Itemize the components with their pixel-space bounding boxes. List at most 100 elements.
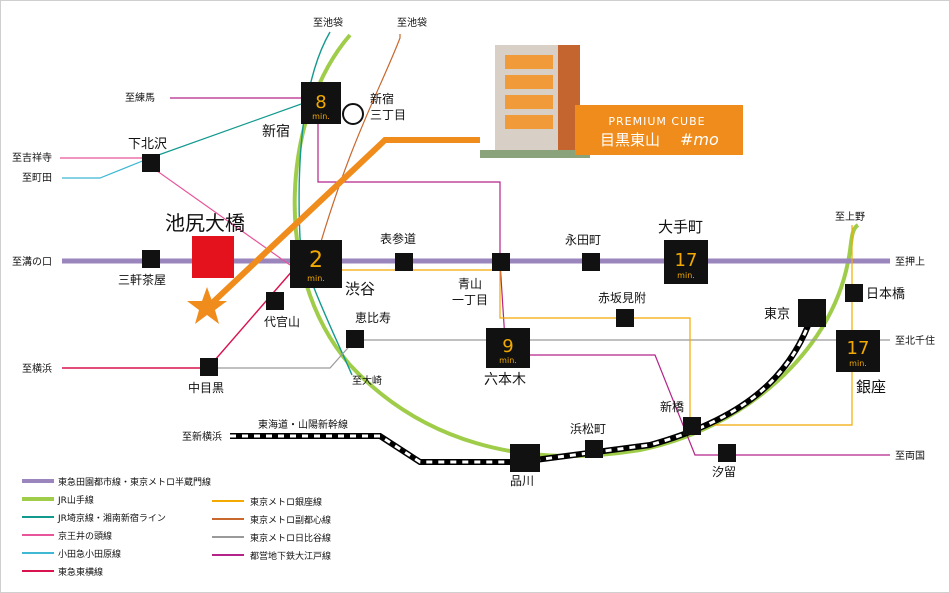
station-label-shinjuku-sanchome-2: 三丁目 xyxy=(370,108,406,122)
station-label-ginza: 銀座 xyxy=(856,378,886,396)
legend-swatch xyxy=(22,497,54,501)
station-marker-shinjuku-sanchome xyxy=(342,103,364,125)
route-arrow xyxy=(207,137,480,308)
station-marker-shiodome xyxy=(718,444,736,462)
station-label-shinjuku: 新宿 xyxy=(262,123,290,140)
legend-label: 小田急小田原線 xyxy=(58,548,121,560)
line-keio-to-shinjuku xyxy=(149,97,319,159)
legend-swatch xyxy=(22,516,54,518)
station-label-nakameguro: 中目黒 xyxy=(188,380,224,395)
time-otemachi: 17 xyxy=(675,250,698,271)
station-label-shinbashi: 新橋 xyxy=(660,399,684,414)
dest-ueno: 至上野 xyxy=(835,211,865,223)
legend-label: 都営地下鉄大江戸線 xyxy=(250,550,331,562)
station-label-daikanyama: 代官山 xyxy=(264,314,300,329)
station-label-shinagawa: 品川 xyxy=(510,474,534,488)
brand-name: 目黒東山 xyxy=(600,131,660,149)
dest-oshiage: 至押上 xyxy=(895,255,925,268)
station-marker-shibuya xyxy=(290,240,342,288)
station-label-shimokitazawa: 下北沢 xyxy=(128,137,167,152)
dest-ikebukuro-2: 至池袋 xyxy=(397,16,427,29)
home-star-icon xyxy=(187,287,227,324)
station-label-omotesando: 表参道 xyxy=(380,231,416,246)
line-jr-yamanote xyxy=(292,33,860,459)
time-ginza: 17 xyxy=(847,338,870,359)
legend-swatch xyxy=(22,479,54,483)
station-marker-shinagawa xyxy=(510,444,540,472)
dest-ryogoku: 至両国 xyxy=(895,450,925,462)
line-shinkansen-dash xyxy=(230,314,814,464)
legend-swatch xyxy=(22,534,54,536)
station-marker-roppongi xyxy=(486,328,530,368)
line-jr-saikyo xyxy=(298,31,353,376)
legend-swatch xyxy=(22,570,54,572)
time-shinjuku: 8 xyxy=(315,92,326,113)
station-label-shibuya: 渋谷 xyxy=(345,280,375,298)
line-oedo xyxy=(317,110,890,456)
legend-swatch xyxy=(212,518,244,520)
line-ginza xyxy=(315,225,853,426)
station-marker-akasaka-mitsuke xyxy=(616,309,634,327)
station-label-akasaka-mitsuke: 赤坂見附 xyxy=(598,291,646,305)
legend-label: 東京メトロ副都心線 xyxy=(250,514,331,526)
dest-oosaki: 至大崎 xyxy=(352,374,382,387)
station-marker-nagatacho xyxy=(582,253,600,271)
legend-swatch xyxy=(22,552,54,554)
time-otemachi-unit: min. xyxy=(677,271,695,280)
station-label-ebisu: 恵比寿 xyxy=(355,311,391,325)
station-marker-sangenjaya xyxy=(142,250,160,268)
station-label-otemachi: 大手町 xyxy=(658,218,703,236)
station-label-ikejiri-ohashi: 池尻大橋 xyxy=(165,211,245,235)
legend-label: JR山手線 xyxy=(57,494,94,506)
station-label-shinjuku-sanchome-1: 新宿 xyxy=(370,91,394,106)
time-shibuya-unit: min. xyxy=(307,274,325,283)
time-shinjuku-unit: min. xyxy=(312,112,330,121)
brand-tagline: PREMIUM CUBE xyxy=(608,115,705,128)
legend-label: 東京メトロ銀座線 xyxy=(250,496,322,508)
dest-ikebukuro-1: 至池袋 xyxy=(313,16,343,29)
legend-label: 京王井の頭線 xyxy=(58,530,112,542)
station-marker-aoyama xyxy=(492,253,510,271)
legend-swatch xyxy=(212,554,244,556)
station-marker-tokyo xyxy=(798,299,826,327)
station-label-hamamatsucho: 浜松町 xyxy=(570,422,606,436)
station-label-roppongi: 六本木 xyxy=(484,372,526,388)
station-marker-ebisu xyxy=(346,330,364,348)
station-label-nagatacho: 永田町 xyxy=(565,233,601,247)
building-image xyxy=(480,45,590,158)
legend-label: 東急東横線 xyxy=(58,566,103,578)
line-odakyu xyxy=(62,157,151,179)
dest-yokohama: 至横浜 xyxy=(22,362,52,375)
station-marker-daikanyama xyxy=(266,292,284,310)
station-marker-otemachi xyxy=(664,240,708,284)
legend: 東急田園都市線・東京メトロ半蔵門線 JR山手線 JR埼京線・湘南新宿ライン 京王… xyxy=(22,476,331,578)
station-label-aoyama-2: 一丁目 xyxy=(452,293,488,307)
station-marker-nihonbashi xyxy=(845,284,863,302)
time-roppongi-unit: min. xyxy=(499,356,517,365)
station-label-tokaido: 東海道・山陽新幹線 xyxy=(258,418,348,431)
legend-label: 東京メトロ日比谷線 xyxy=(250,532,331,544)
station-marker-omotesando xyxy=(395,253,413,271)
dest-nerima: 至練馬 xyxy=(125,91,155,104)
time-shibuya: 2 xyxy=(309,248,323,273)
station-marker-ikejiri-ohashi xyxy=(192,236,234,278)
station-marker-nakameguro xyxy=(200,358,218,376)
legend-swatch xyxy=(212,500,244,502)
station-marker-hamamatsucho xyxy=(585,440,603,458)
time-roppongi: 9 xyxy=(502,336,513,357)
time-ginza-unit: min. xyxy=(849,359,867,368)
dest-machida: 至町田 xyxy=(22,172,52,184)
dest-mizonokuchi: 至溝の口 xyxy=(12,255,52,268)
brand-suffix: #mo xyxy=(680,130,719,149)
dest-kitasenju: 至北千住 xyxy=(895,334,935,347)
legend-swatch xyxy=(212,536,244,538)
dest-kichijoji: 至吉祥寺 xyxy=(12,151,52,164)
station-label-aoyama-1: 青山 xyxy=(458,277,482,291)
line-fukutoshin xyxy=(314,34,401,263)
legend-label: JR埼京線・湘南新宿ライン xyxy=(57,512,166,524)
station-label-tokyo: 東京 xyxy=(764,306,790,322)
dest-shinyokohama: 至新横浜 xyxy=(182,430,222,443)
station-label-shiodome: 汐留 xyxy=(712,464,736,479)
station-marker-shimokitazawa xyxy=(142,154,160,172)
